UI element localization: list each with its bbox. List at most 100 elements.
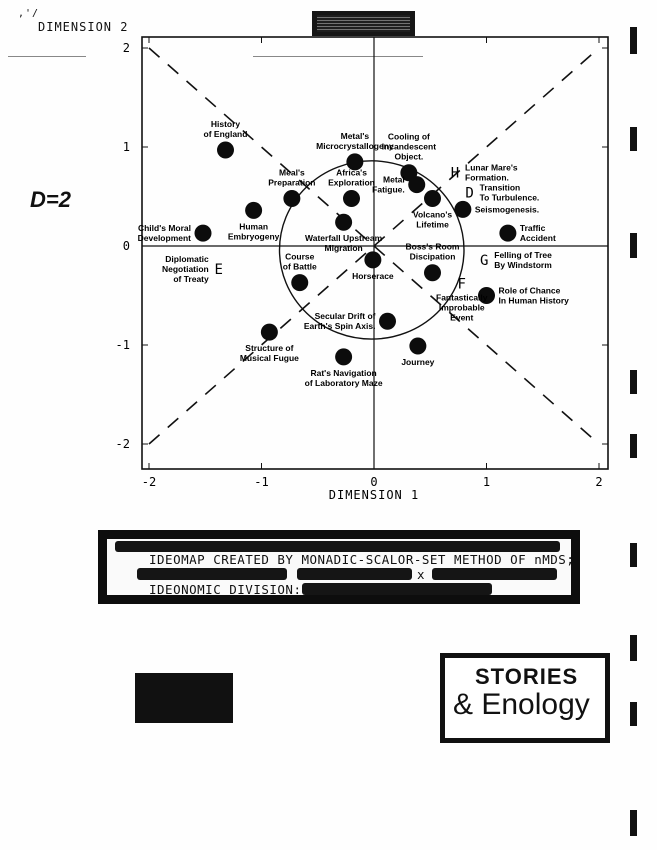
- point-label: Human: [239, 221, 268, 231]
- point-label: Preparation: [268, 177, 315, 187]
- point-label: Africa's: [336, 167, 367, 177]
- point-label: Embryogeny: [228, 231, 280, 241]
- point-label: Rat's Navigation: [310, 368, 376, 378]
- y-axis-title: DIMENSION 2: [38, 20, 129, 34]
- point-label: Meal's: [279, 167, 305, 177]
- point-label: Transition: [480, 183, 521, 193]
- letter-marker: G: [480, 253, 488, 269]
- point-label: Musical Fugue: [240, 353, 299, 363]
- data-point: [283, 189, 301, 207]
- redaction: [115, 541, 560, 552]
- point-label: By Windstorm: [494, 260, 552, 270]
- data-point: [424, 189, 441, 207]
- scan-margin-mark: [630, 27, 637, 54]
- y-tick-label: -1: [116, 338, 130, 352]
- point-label: Journey: [401, 357, 434, 367]
- category-stamp: STORIES & Enology: [440, 653, 610, 743]
- scan-margin-mark: [630, 810, 637, 836]
- point-label: Exploration: [328, 177, 375, 187]
- redacted-block: [135, 673, 233, 723]
- divider: [253, 56, 423, 57]
- point-label: Waterfall Upstream: [305, 233, 383, 243]
- data-point: [454, 200, 472, 218]
- point-label: Child's Moral: [138, 223, 191, 233]
- data-point: [409, 337, 427, 355]
- redaction: [137, 568, 287, 580]
- x-axis-title: DIMENSION 1: [329, 488, 419, 502]
- plot-frame: [141, 36, 609, 470]
- point-label: of England: [204, 129, 248, 139]
- point-label: of Laboratory Maze: [305, 378, 383, 388]
- point-label: Boss's Room: [406, 242, 460, 252]
- caption-box: IDEOMAP CREATED BY MONADIC-SCALOR-SET ME…: [98, 530, 580, 604]
- data-point: [478, 287, 495, 304]
- stamp-line-2: & Enology: [453, 688, 590, 721]
- point-label: Cooling of: [388, 132, 430, 142]
- data-point: [408, 176, 426, 194]
- point-label: Secular Drift of: [315, 311, 376, 321]
- point-label: Fantastically: [436, 293, 488, 303]
- point-label: Diplomatic: [165, 254, 209, 264]
- redaction: [297, 568, 412, 580]
- data-point: [335, 213, 353, 231]
- point-label: of Treaty: [173, 274, 209, 284]
- y-tick-label: -2: [116, 437, 130, 451]
- data-point: [335, 348, 353, 366]
- x-tick-label: 1: [483, 475, 490, 489]
- caption-line-division: IDEONOMIC DIVISION:: [149, 582, 302, 597]
- point-label: Incandescent: [382, 142, 436, 152]
- data-point: [260, 323, 278, 341]
- redacted-title-block: [312, 11, 415, 36]
- letter-marker: E: [215, 262, 223, 278]
- point-label: Development: [138, 233, 192, 243]
- point-label: Accident: [520, 233, 556, 243]
- point-label: Horserace: [352, 271, 394, 281]
- y-tick-label: 0: [123, 239, 130, 253]
- divider: [8, 56, 86, 57]
- scan-margin-mark: [630, 434, 637, 458]
- point-label: Earth's Spin Axis.: [304, 321, 376, 331]
- point-label: To Turbulence.: [480, 193, 540, 203]
- scan-margin-mark: [630, 543, 637, 567]
- data-point: [364, 251, 382, 269]
- scan-margin-mark: [630, 702, 637, 726]
- point-label: Discipation: [410, 252, 456, 262]
- letter-marker: H: [451, 166, 459, 182]
- data-point: [194, 224, 212, 242]
- point-label: Lifetime: [416, 219, 449, 229]
- stamp-line-1: STORIES: [475, 664, 579, 689]
- point-label: Metal's: [341, 131, 370, 141]
- scan-mark: ,'/: [18, 8, 40, 19]
- point-label: History: [211, 119, 241, 129]
- point-label: Metal: [383, 175, 405, 185]
- data-point: [343, 189, 360, 207]
- point-label: Negotiation: [162, 264, 209, 274]
- data-point: [346, 153, 364, 171]
- point-label: Volcano's: [413, 209, 452, 219]
- point-label: of Battle: [283, 262, 317, 272]
- point-label: Course: [285, 252, 315, 262]
- point-label: Felling of Tree: [494, 250, 552, 260]
- letter-marker: D: [465, 186, 473, 202]
- caption-line-method: IDEOMAP CREATED BY MONADIC-SCALOR-SET ME…: [149, 552, 575, 567]
- point-label: Formation.: [465, 173, 509, 183]
- point-label: Object.: [394, 152, 423, 162]
- point-label: Structure of: [245, 343, 293, 353]
- y-tick-label: 1: [123, 140, 130, 154]
- dimension-note: D=2: [30, 187, 71, 212]
- point-label: Lunar Mare's: [465, 163, 518, 173]
- x-tick-label: -1: [254, 475, 268, 489]
- data-point: [379, 312, 396, 330]
- point-label: Seismogenesis.: [475, 204, 539, 214]
- point-label: Fatigue.: [372, 185, 405, 195]
- letter-marker: F: [458, 277, 466, 293]
- data-point: [499, 224, 517, 242]
- data-point: [424, 264, 441, 282]
- point-label: Microcrystallogeny: [316, 141, 394, 151]
- scan-margin-mark: [630, 127, 637, 151]
- redaction: [302, 583, 492, 595]
- scan-margin-mark: [630, 635, 637, 661]
- point-label: In Human History: [499, 296, 570, 306]
